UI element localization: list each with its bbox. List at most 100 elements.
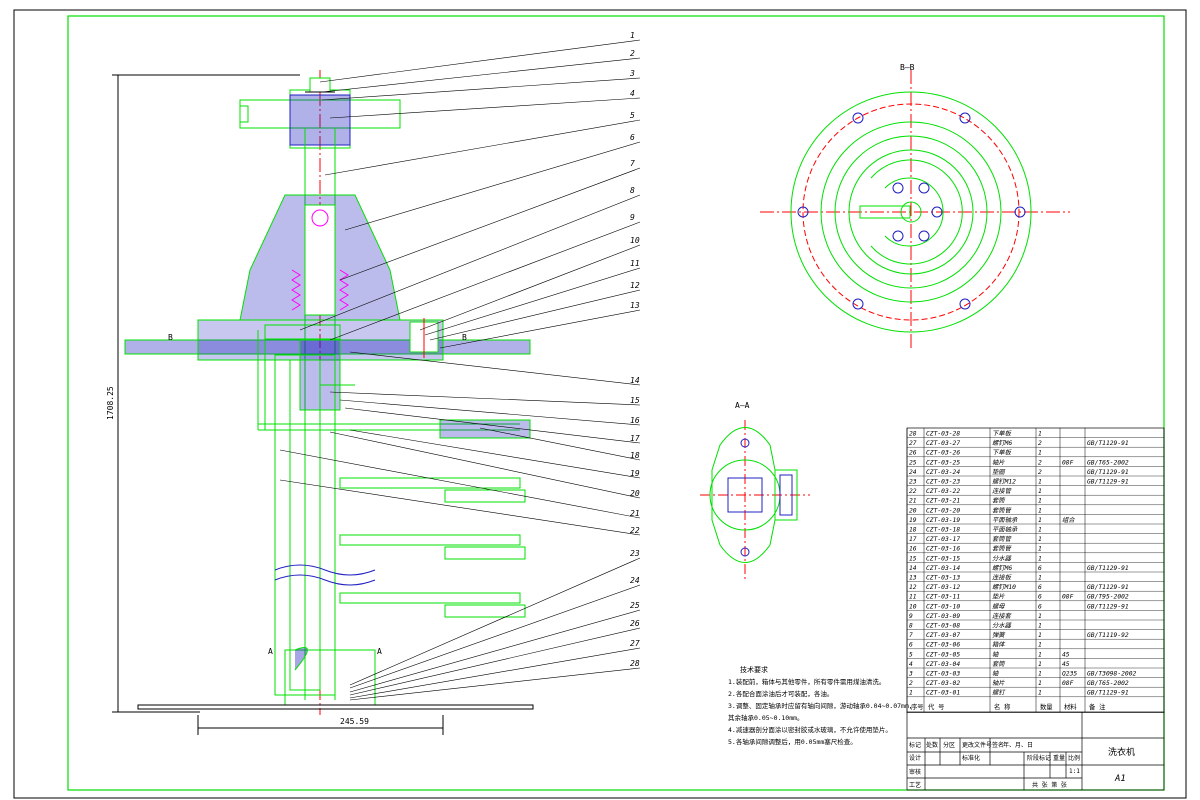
bom-cell-code: CZT-03-01 (926, 690, 960, 697)
bom-cell-code: CZT-03-14 (926, 565, 960, 572)
bom-cell-no: 28 (909, 431, 917, 438)
bom-cell-no: 8 (909, 623, 913, 630)
balloon-6: 6 (630, 133, 635, 142)
notes-title: 技术要求 (740, 665, 768, 674)
bom-cell-mat: 组合 (1062, 516, 1075, 524)
bom-cell-no: 2 (909, 680, 913, 687)
title-mark-4: 更改文件号 (962, 741, 992, 749)
bom-cell-qty: 1 (1038, 642, 1042, 649)
bom-cell-no: 6 (909, 642, 913, 649)
bom-cell-qty: 2 (1038, 459, 1042, 466)
bom-cell-qty: 1 (1038, 632, 1042, 639)
bom-cell-no: 13 (909, 575, 917, 582)
bom-cell-no: 9 (909, 613, 913, 620)
balloon-22: 22 (630, 526, 640, 535)
bom-cell-code: CZT-03-06 (926, 642, 960, 649)
bom-cell-note: GB/T1129-91 (1087, 469, 1129, 476)
bom-cell-qty: 1 (1038, 680, 1042, 687)
bom-cell-code: CZT-03-21 (926, 498, 960, 505)
title-process: 工艺 (909, 781, 921, 789)
balloon-16: 16 (630, 416, 640, 425)
bom-cell-name: 套筒管 (992, 535, 1013, 543)
balloon-27: 27 (630, 639, 640, 648)
spring (291, 269, 301, 311)
section-mark-b-left: B (168, 333, 173, 342)
bom-cell-no: 14 (909, 565, 917, 572)
balloon-12: 12 (630, 281, 640, 290)
bom-cell-qty: 1 (1038, 546, 1042, 553)
bom-cell-qty: 1 (1038, 450, 1042, 457)
bom-cell-code: CZT-03-19 (926, 517, 960, 524)
bom-cell-mat: 45 (1062, 651, 1070, 658)
bom-cell-code: CZT-03-07 (926, 632, 960, 639)
bom-cell-note: GB/T1129-91 (1087, 440, 1129, 447)
scale-value: 1:1 (1069, 768, 1080, 775)
bom-cell-code: CZT-03-04 (926, 661, 960, 668)
bom-cell-note: GB/T1129-91 (1087, 603, 1129, 610)
main-assembly-view (112, 70, 534, 735)
bom-cell-qty: 6 (1038, 565, 1042, 572)
bom-cell-name: 套筒 (992, 497, 1006, 505)
bom-cell-no: 15 (909, 555, 917, 562)
title-design: 设计 (909, 754, 921, 762)
bom-cell-qty: 1 (1038, 517, 1042, 524)
bom-cell-no: 24 (909, 469, 917, 476)
bom-cell-no: 10 (909, 603, 917, 610)
bom-cell-name: 轴片 (992, 458, 1005, 466)
bom-cell-mat: Q235 (1062, 671, 1077, 678)
balloon-17: 17 (630, 434, 640, 443)
bom-cell-no: 5 (909, 651, 913, 658)
bom-cell-code: CZT-03-17 (926, 536, 960, 543)
balloon-18: 18 (630, 451, 640, 460)
bom-header-mat: 材料 (1064, 702, 1077, 711)
balloon-13: 13 (630, 301, 640, 310)
balloon-24: 24 (630, 576, 640, 585)
bom-cell-name: 螺钉M6 (992, 564, 1012, 572)
note-line-5: 4.减速器剖分面涂以密封胶或水玻璃，不允许使用垫片。 (728, 725, 892, 734)
bom-cell-code: CZT-03-02 (926, 680, 960, 687)
tube-assembly (274, 354, 336, 696)
bom-cell-note: GB/T1119-92 (1087, 632, 1129, 639)
bom-header-no: 序号 (911, 702, 924, 711)
bom-cell-name: 螺钉 (992, 689, 1006, 697)
view-title-aa: A—A (735, 401, 750, 410)
balloon-26: 26 (630, 619, 640, 628)
bom-cell-qty: 1 (1038, 555, 1042, 562)
stage-scale: 比例 (1068, 754, 1080, 762)
title-standard: 标准化 (962, 754, 980, 762)
view-title-bb: B—B (900, 63, 915, 72)
bom-cell-no: 23 (909, 479, 917, 486)
bom-cell-name: 下单板 (992, 449, 1013, 457)
bom-cell-qty: 2 (1038, 469, 1042, 476)
bom-cell-qty: 2 (1038, 440, 1042, 447)
bom-cell-code: CZT-03-26 (926, 450, 960, 457)
bom-cell-qty: 1 (1038, 613, 1042, 620)
bom-cell-code: CZT-03-20 (926, 507, 960, 514)
bom-cell-name: 连接套 (992, 612, 1013, 620)
bom-cell-qty: 1 (1038, 690, 1042, 697)
bom-cell-mat: 08F (1062, 459, 1074, 466)
bom-cell-mat: 08F (1062, 594, 1074, 601)
bom-cell-code: CZT-03-24 (926, 469, 960, 476)
balloon-5: 5 (630, 111, 635, 120)
bom-cell-name: 螺钉M10 (992, 583, 1016, 591)
bom-cell-no: 1 (909, 690, 913, 697)
bom-cell-note: GB/T65-2002 (1087, 459, 1129, 466)
bom-cell-no: 18 (909, 527, 917, 534)
title-review: 审核 (909, 768, 921, 776)
bom-cell-no: 21 (909, 498, 917, 505)
balloon-19: 19 (630, 469, 640, 478)
bom-header-code: 代 号 (928, 702, 944, 711)
title-mark-5: 签名 (992, 741, 1004, 749)
balloon-1: 1 (630, 31, 635, 40)
bom-cell-qty: 1 (1038, 498, 1042, 505)
balloon-20: 20 (630, 489, 640, 498)
bom-cell-qty: 1 (1038, 527, 1042, 534)
bom-cell-name: 轴片 (992, 679, 1005, 687)
section-mark-b-right: B (462, 333, 467, 342)
bom-cell-qty: 6 (1038, 603, 1042, 610)
bom-header-qty: 数量 (1040, 702, 1053, 711)
bom-cell-name: 箱体 (992, 641, 1006, 649)
technical-notes: 技术要求 1.装配前，箱体与其他零件，所有零件需用煤油清洗。 2.各配合面涂油后… (728, 665, 915, 746)
